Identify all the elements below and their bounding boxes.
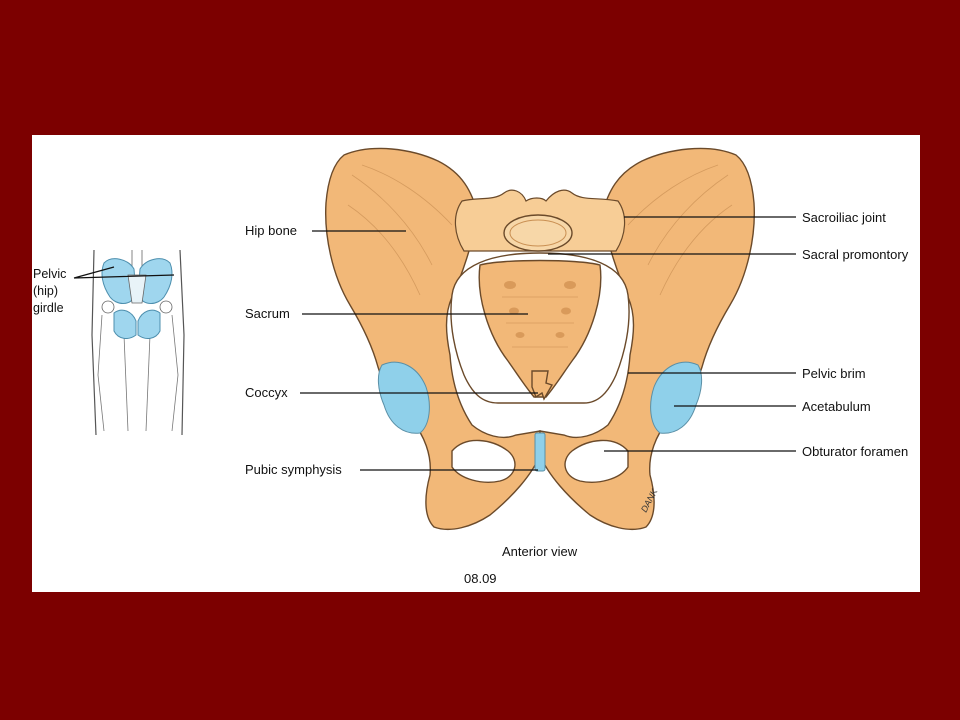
inset-body-figure — [91, 249, 185, 436]
inset-label-line3: girdle — [33, 301, 64, 315]
pubic-symphysis-cartilage — [534, 432, 546, 472]
label-pelvic-brim: Pelvic brim — [802, 366, 866, 381]
pelvis-diagram: Pelvic (hip) girdle — [33, 147, 909, 586]
caption-anterior-view: Anterior view — [502, 544, 578, 559]
figure-panel: Pelvic (hip) girdle — [32, 135, 920, 592]
label-coccyx: Coccyx — [245, 385, 288, 400]
label-hip-bone: Hip bone — [245, 223, 297, 238]
figure-number: 08.09 — [464, 571, 497, 586]
coccyx-bone — [531, 370, 554, 401]
label-acetabulum: Acetabulum — [802, 399, 871, 414]
sacrum-body — [478, 259, 602, 398]
inset-leader — [73, 266, 175, 279]
label-sacrum: Sacrum — [245, 306, 290, 321]
inset-label-line2: (hip) — [33, 284, 58, 298]
left-obturator-foramen — [451, 439, 516, 483]
right-acetabulum — [650, 361, 703, 434]
inset-label-line1: Pelvic — [33, 267, 66, 281]
pelvis-illustration: DANK — [325, 147, 755, 531]
label-sacral-promontory: Sacral promontory — [802, 247, 909, 262]
label-pubic-symphysis: Pubic symphysis — [245, 462, 342, 477]
label-obturator-foramen: Obturator foramen — [802, 444, 908, 459]
label-sacroiliac-joint: Sacroiliac joint — [802, 210, 886, 225]
